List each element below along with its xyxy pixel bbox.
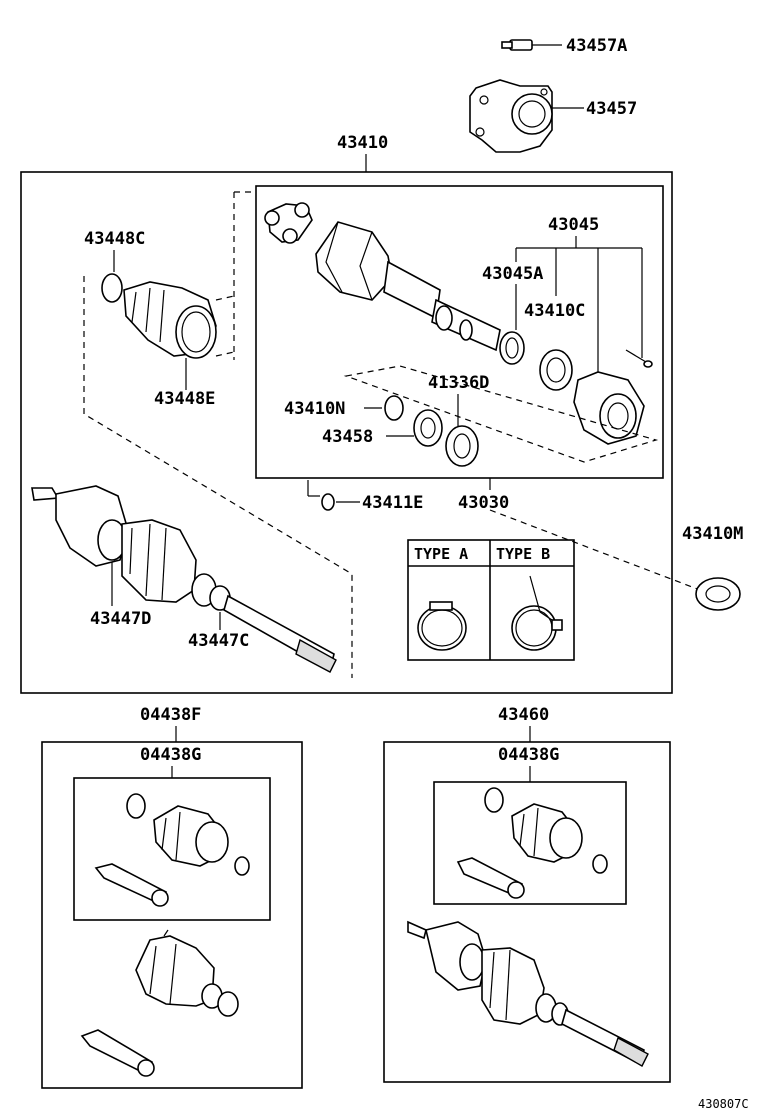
label-43460[interactable]: 43460 [498, 705, 549, 725]
bearing-bracket-group: 43457A 43457 [469, 36, 637, 153]
label-type-a: TYPE A [414, 545, 468, 563]
outer-joint-shaft[interactable] [31, 485, 337, 673]
label-43045A[interactable]: 43045A [482, 264, 543, 284]
label-43030[interactable]: 43030 [458, 493, 509, 513]
kit-right-grease-tube[interactable] [456, 857, 525, 899]
label-43447D[interactable]: 43447D [90, 609, 151, 629]
kit-right-small-ring[interactable] [592, 854, 608, 874]
oil-seal-41336D[interactable] [445, 425, 479, 467]
label-04438G-right[interactable]: 04438G [498, 745, 559, 765]
diagram-code: 430807C [698, 1097, 749, 1111]
clamp-type-b[interactable] [511, 575, 563, 651]
snap-ring-43411E[interactable] [321, 493, 335, 511]
kit-left-grease-tube-2[interactable] [80, 1029, 155, 1077]
bearing-43458[interactable] [413, 409, 443, 447]
boot-clamp-43448E[interactable] [175, 305, 217, 359]
bearing-43410C[interactable] [539, 349, 573, 391]
inner-joint-frame-43030 [255, 185, 664, 479]
kit-right-inner-boot[interactable] [511, 803, 583, 863]
snap-ring-43045A[interactable] [499, 331, 525, 365]
boot-kit-inner-frame-right [433, 781, 627, 905]
boot-kit-frame-left [41, 741, 303, 1089]
label-43410[interactable]: 43410 [337, 133, 388, 153]
kit-right-small-clamp[interactable] [484, 787, 504, 813]
assembly-frame-43410 [20, 171, 673, 694]
label-43411E[interactable]: 43411E [362, 493, 423, 513]
label-04438F[interactable]: 04438F [140, 705, 201, 725]
boot-clamp-43448C[interactable] [101, 273, 123, 303]
tripod[interactable] [264, 202, 313, 244]
oil-seal-43410M[interactable] [695, 577, 741, 611]
boot-kit-frame-right [383, 741, 671, 1083]
label-type-b: TYPE B [496, 545, 550, 563]
dust-cover[interactable] [573, 371, 645, 445]
label-43447C[interactable]: 43447C [188, 631, 249, 651]
label-43458[interactable]: 43458 [322, 427, 373, 447]
pin-small[interactable] [625, 349, 653, 368]
inner-joint-housing[interactable] [315, 221, 501, 352]
kit-left-outer-boot[interactable] [135, 929, 239, 1017]
label-43410M[interactable]: 43410M [682, 524, 743, 544]
label-43457A[interactable]: 43457A [566, 36, 627, 56]
label-41336D[interactable]: 41336D [428, 373, 489, 393]
kit-left-grease-tube-1[interactable] [94, 863, 169, 907]
label-43457[interactable]: 43457 [586, 99, 637, 119]
kit-left-small-clamp[interactable] [126, 793, 146, 819]
kit-left-inner-boot[interactable] [153, 805, 229, 867]
bracket-bolt[interactable] [501, 39, 533, 51]
boot-kit-inner-frame-left [73, 777, 271, 921]
kit-right-drive-shaft[interactable] [407, 920, 649, 1067]
label-04438G-left[interactable]: 04438G [140, 745, 201, 765]
snap-ring-43410N[interactable] [384, 395, 404, 421]
bearing-bracket[interactable] [469, 79, 553, 153]
label-43410N[interactable]: 43410N [284, 399, 345, 419]
clamp-type-legend: TYPE A TYPE B [407, 539, 575, 661]
kit-left-small-ring[interactable] [234, 856, 250, 876]
label-43448E[interactable]: 43448E [154, 389, 215, 409]
label-43448C[interactable]: 43448C [84, 229, 145, 249]
label-43045[interactable]: 43045 [548, 215, 599, 235]
label-43410C[interactable]: 43410C [524, 301, 585, 321]
clamp-type-a[interactable] [417, 601, 467, 651]
